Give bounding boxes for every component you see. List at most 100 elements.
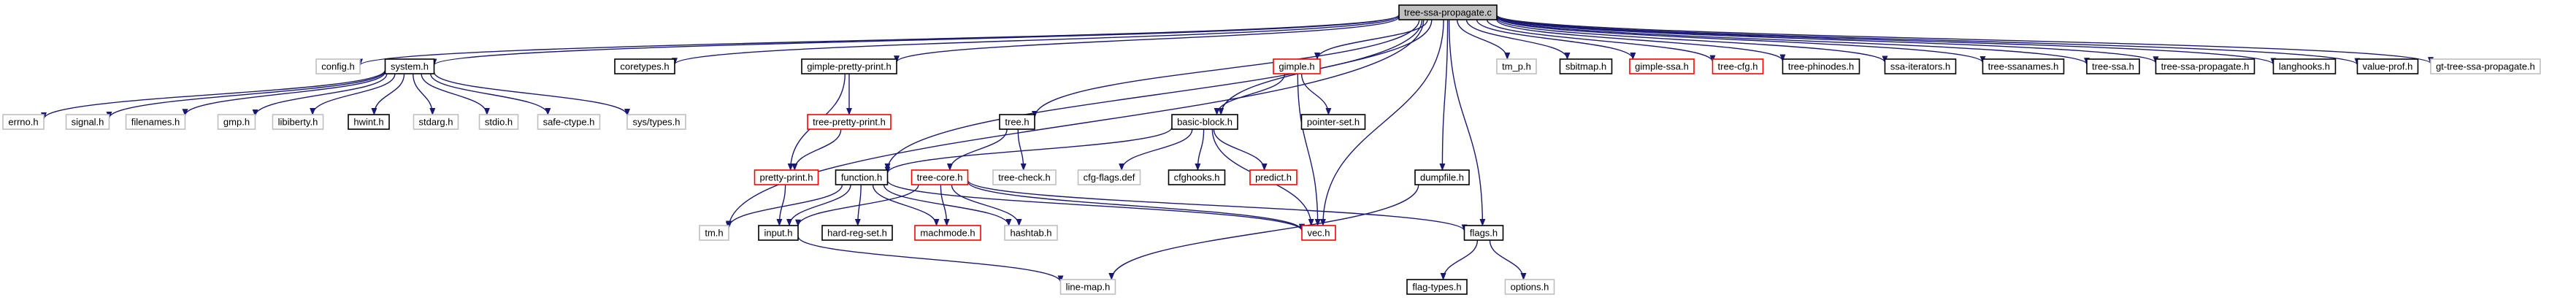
node-label: value-prof.h — [2363, 61, 2413, 72]
node-input-h[interactable]: input.h — [758, 225, 799, 241]
edge-tree_pretty_print_h-to-pretty_print_h — [791, 128, 842, 171]
edge-root-to-tree_h — [1032, 19, 1420, 118]
edge-root-to-tree_cfg_h — [1486, 19, 1716, 63]
node-flags-h[interactable]: flags.h — [1463, 225, 1504, 241]
edge-basic_block_h-to-cfg_flags_def — [1119, 128, 1193, 171]
node-flag-types-h[interactable]: flag-types.h — [1406, 279, 1468, 295]
node-label: gt-tree-ssa-propagate.h — [2436, 61, 2535, 72]
node-label: vec.h — [1307, 228, 1330, 239]
node-label: gimple-ssa.h — [1635, 61, 1689, 72]
node-tree-check-h: tree-check.h — [992, 169, 1057, 185]
node-label: signal.h — [72, 117, 104, 128]
edge-gimple_h-to-vec_h — [1297, 73, 1321, 226]
edge-root-to-gimple_ssa_h — [1476, 19, 1636, 60]
edge-tree_core_h-to-input_h — [795, 184, 919, 227]
edge-system_h-to-errno_h — [41, 69, 386, 120]
edge-function_h-to-machmode_h — [872, 184, 940, 226]
edge-input_h-to-line_map_h — [797, 236, 1064, 283]
edge-root-to-tm_p_h — [1457, 19, 1511, 60]
node-cfghooks-h[interactable]: cfghooks.h — [1168, 169, 1226, 185]
node-hard-reg-set-h[interactable]: hard-reg-set.h — [821, 225, 893, 241]
node-box — [801, 58, 897, 74]
node-label: flags.h — [1470, 228, 1498, 239]
edge-tree_core_h-to-flags_h — [967, 180, 1468, 232]
node-function-h[interactable]: function.h — [835, 169, 889, 185]
node-box — [1077, 169, 1141, 185]
node-system-h[interactable]: system.h — [384, 58, 435, 74]
node-tree-h[interactable]: tree.h — [999, 114, 1035, 130]
node-tree-phinodes-h[interactable]: tree-phinodes.h — [1782, 58, 1860, 74]
edge-system_h-to-safe_ctype_h — [430, 73, 551, 115]
node-label: ssa-iterators.h — [1890, 61, 1950, 72]
node-tree-ssanames-h[interactable]: tree-ssanames.h — [1982, 58, 2065, 74]
node-box — [821, 225, 893, 241]
edge-system_h-to-sys_types_h — [433, 72, 630, 116]
node-options-h: options.h — [1504, 279, 1555, 295]
edge-root-to-tree_ssa_h — [1496, 15, 2090, 66]
node-label: gimple-pretty-print.h — [807, 61, 892, 72]
node-pointer-set-h[interactable]: pointer-set.h — [1300, 114, 1366, 130]
node-tree-core-h[interactable]: tree-core.h — [911, 169, 969, 185]
node-gimple-ssa-h[interactable]: gimple-ssa.h — [1629, 58, 1695, 74]
edge-root-to-flags_h — [1448, 19, 1486, 226]
node-filenames-h: filenames.h — [125, 114, 186, 130]
edge-root-to-ssa_iterators_h — [1496, 18, 1888, 64]
node-machmode-h[interactable]: machmode.h — [914, 225, 981, 241]
node-tree-ssa-propagate-h[interactable]: tree-ssa-propagate.h — [2155, 58, 2255, 74]
node-ssa-iterators-h[interactable]: ssa-iterators.h — [1884, 58, 1957, 74]
node-langhooks-h[interactable]: langhooks.h — [2272, 58, 2337, 74]
node-vec-h[interactable]: vec.h — [1301, 225, 1336, 241]
node-box — [125, 114, 186, 130]
node-basic-block-h[interactable]: basic-block.h — [1171, 114, 1238, 130]
node-label: flag-types.h — [1412, 282, 1461, 293]
node-sbitmap-h[interactable]: sbitmap.h — [1559, 58, 1613, 74]
node-tree-cfg-h[interactable]: tree-cfg.h — [1711, 58, 1764, 74]
node-label: input.h — [764, 228, 792, 239]
edge-root-to-tree_ssanames_h — [1496, 16, 1986, 64]
node-label: tm_p.h — [1502, 61, 1531, 72]
edge-root-to-gimple_pretty_print_h — [894, 16, 1400, 64]
node-label: gmp.h — [223, 117, 250, 128]
edge-tree_core_h-to-hashtab_h — [951, 184, 1022, 226]
edge-system_h-to-signal_h — [106, 70, 386, 119]
node-label: cfghooks.h — [1174, 172, 1220, 183]
node-label: tm.h — [705, 228, 723, 239]
node-gimple-h[interactable]: gimple.h — [1273, 58, 1321, 74]
node-pretty-print-h[interactable]: pretty-print.h — [754, 169, 819, 185]
node-dumpfile-h[interactable]: dumpfile.h — [1414, 169, 1470, 185]
node-label: hard-reg-set.h — [827, 228, 887, 239]
node-hashtab-h: hashtab.h — [1004, 225, 1058, 241]
node-label: hwint.h — [353, 117, 383, 128]
node-coretypes-h[interactable]: coretypes.h — [614, 58, 675, 74]
node-value-prof-h[interactable]: value-prof.h — [2356, 58, 2419, 74]
edge-root-to-gt_tree_ssa_propagate_h — [1496, 14, 2434, 65]
edge-root-to-system_h — [431, 14, 1400, 66]
node-label: tree-ssa.h — [2092, 61, 2134, 72]
node-box — [1301, 225, 1336, 241]
node-cfg-flags-def: cfg-flags.def — [1077, 169, 1141, 185]
node-box — [384, 58, 435, 74]
edge-basic_block_h-to-cfghooks_h — [1195, 128, 1205, 171]
node-box — [914, 225, 981, 241]
edge-function_h-to-hashtab_h — [883, 184, 1012, 226]
node-label: safe-ctype.h — [543, 117, 595, 128]
node-predict-h[interactable]: predict.h — [1249, 169, 1297, 185]
node-hwint-h[interactable]: hwint.h — [348, 114, 390, 130]
node-tree-pretty-print-h[interactable]: tree-pretty-print.h — [807, 114, 892, 130]
edge-root-to-config_h — [357, 14, 1400, 66]
node-box — [1406, 279, 1468, 295]
node-box — [807, 114, 892, 130]
node-root[interactable]: tree-ssa-propagate.c — [1398, 4, 1498, 20]
edge-root-to-dumpfile_h — [1439, 19, 1449, 171]
node-label: system.h — [391, 61, 429, 72]
node-gimple-pretty-print-h[interactable]: gimple-pretty-print.h — [801, 58, 897, 74]
node-box — [315, 58, 361, 74]
edge-root-to-function_h — [884, 19, 1423, 171]
edge-function_h-to-input_h — [786, 184, 851, 226]
node-tree-ssa-h[interactable]: tree-ssa.h — [2086, 58, 2140, 74]
node-box — [1559, 58, 1613, 74]
node-label: basic-block.h — [1177, 117, 1233, 128]
node-box — [2430, 58, 2541, 74]
node-box — [1414, 169, 1470, 185]
node-safe-ctype-h: safe-ctype.h — [537, 114, 601, 130]
